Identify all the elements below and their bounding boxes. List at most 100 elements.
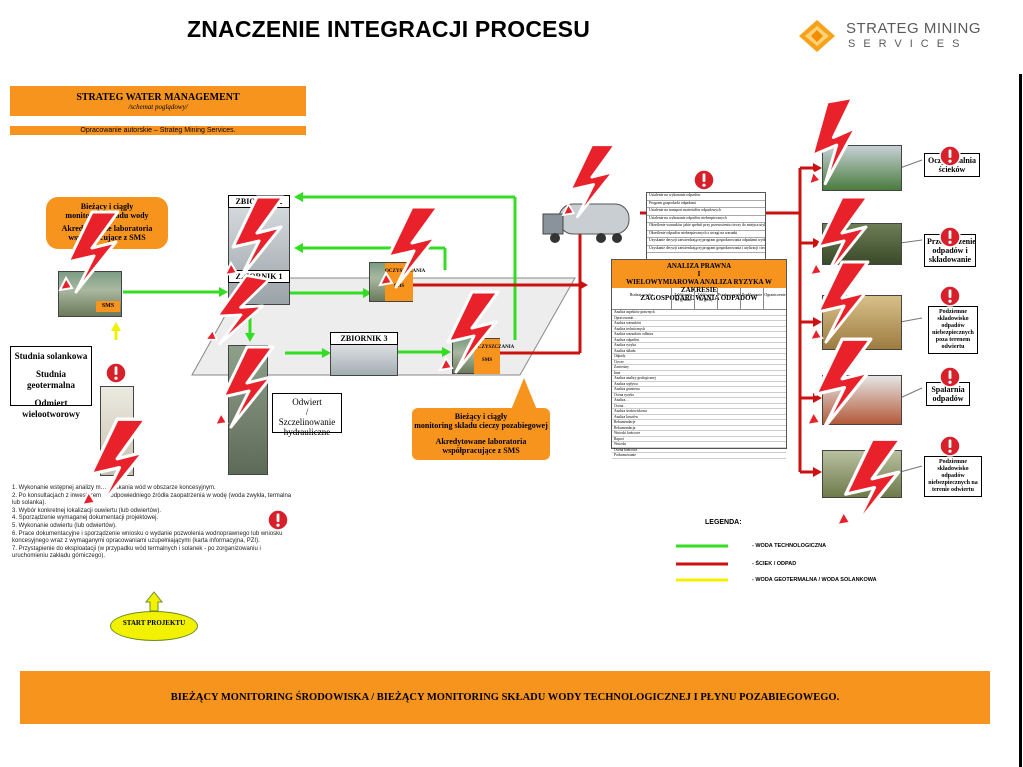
wells-box: Studnia solankowa Studnia geotermalna Od… bbox=[10, 346, 92, 419]
legal-row: Uzyskanie decyzji zatwierdzającej progra… bbox=[647, 246, 765, 253]
risk-row: Wnioski bbox=[612, 442, 786, 448]
lightning-bolt-icon bbox=[80, 417, 148, 509]
legend-yellow-label: - WODA GEOTERMALNA / WODA SOLANKOWA bbox=[752, 577, 877, 583]
right-border bbox=[1019, 74, 1022, 767]
risk-heading: ANALIZA PRAWNA I WIELOWYMIAROWA ANALIZA … bbox=[612, 260, 786, 302]
risk-col: Przekroczenie bbox=[718, 288, 741, 309]
risk-col: Rodzaj ryzyka bbox=[612, 288, 672, 309]
treatment-2-box: OCZYSZCZANIA SMS bbox=[474, 339, 515, 374]
lightning-bolt-icon bbox=[58, 210, 120, 294]
lightning-bolt-icon bbox=[808, 260, 870, 344]
risk-row: Analiza warunków odbioru bbox=[612, 332, 786, 338]
warning-icon bbox=[939, 285, 961, 307]
risk-row: Analiza odpadów bbox=[612, 338, 786, 343]
intake-sms: SMS bbox=[96, 301, 120, 312]
risk-row: Analiza analizy geologicznej bbox=[612, 376, 786, 382]
odwiert-box: Odwiert / Szczelinowanie hydrauliczne bbox=[272, 393, 342, 437]
odwiert-line1: Odwiert bbox=[292, 397, 322, 407]
risk-analysis-table: ANALIZA PRAWNA I WIELOWYMIAROWA ANALIZA … bbox=[611, 259, 787, 459]
step-2: 2. Po konsultacjach z inwestorem … odpow… bbox=[12, 492, 292, 507]
liquid-monitoring-box: Bieżący i ciągły monitoring składu ciecz… bbox=[412, 408, 550, 460]
logo-name: STRATEG MINING bbox=[846, 20, 982, 37]
risk-row: Analiza technicznych bbox=[612, 327, 786, 332]
legal-row: Ustalenie na wykonanie odpadów niebezpie… bbox=[647, 216, 765, 223]
treatment-2-sms: SMS bbox=[481, 358, 493, 363]
risk-row: Analiza aspektów prawnych bbox=[612, 310, 786, 316]
step-6: 6. Prace dokumentacyjne i sporządzenie w… bbox=[12, 530, 283, 545]
start-project-badge: START PROJEKTU bbox=[110, 611, 198, 641]
step-3: 3. Wybór konkretnej lokalizacji odwiertu… bbox=[12, 507, 162, 514]
risk-row: Odpady bbox=[612, 354, 786, 360]
diagram-heading-sub: /schemat poglądowy/ bbox=[128, 103, 188, 111]
liquid-monitoring-line3: Akredytowane laboratoria bbox=[435, 437, 527, 446]
risk-row: Ocena końcowa bbox=[612, 448, 786, 453]
risk-row: Analiza składu bbox=[612, 349, 786, 354]
legal-row: Uzyskanie decyzji zatwierdzającej progra… bbox=[647, 238, 765, 246]
risk-row: Opracowanie… bbox=[612, 316, 786, 321]
risk-row: Ciecze bbox=[612, 360, 786, 365]
risk-row: Analiza gruntowa bbox=[612, 387, 786, 393]
step-7: 7. Przystąpienie do eksploatacji (w przy… bbox=[12, 545, 261, 560]
legal-row: Program gospodarki odpadami bbox=[647, 201, 765, 208]
risk-row: Wnioski końcowe bbox=[612, 431, 786, 437]
warning-icon bbox=[267, 509, 289, 531]
warning-icon bbox=[105, 362, 127, 384]
liquid-monitoring-line1: Bieżący i ciągły bbox=[454, 412, 508, 421]
lightning-bolt-icon bbox=[808, 195, 870, 279]
risk-row: Analiza środowiskowa bbox=[612, 409, 786, 415]
lightning-bolt-icon bbox=[807, 96, 858, 187]
lightning-bolt-icon bbox=[561, 143, 617, 219]
risk-row: Ocena… bbox=[612, 404, 786, 409]
liquid-monitoring-line2: monitoring składu cieczy pozabiegowej bbox=[414, 421, 548, 430]
risk-row: Rekomendacje bbox=[612, 420, 786, 426]
diagram-heading: STRATEG WATER MANAGEMENT /schemat pogląd… bbox=[10, 86, 306, 116]
risk-row: Zawiesiny bbox=[612, 365, 786, 371]
lightning-bolt-icon bbox=[378, 205, 440, 289]
treatment-2-label: OCZYSZCZANIA bbox=[474, 345, 515, 350]
warning-icon bbox=[939, 145, 961, 167]
risk-columns: Rodzaj ryzyka Zakłócenie do gruntu Zakłó… bbox=[612, 288, 786, 310]
risk-row: Analiza wpływu bbox=[612, 382, 786, 387]
page-title: ZNACZENIE INTEGRACJI PROCESU bbox=[187, 16, 591, 42]
lightning-bolt-icon bbox=[438, 290, 500, 374]
risk-col: Zakłócenie do gruntu bbox=[672, 288, 695, 309]
water-monitoring-line1: Bieżący i ciągły bbox=[80, 202, 134, 211]
risk-col: Ograniczenie bbox=[764, 292, 786, 297]
risk-row: Ocena ryzyka bbox=[612, 393, 786, 398]
risk-heading-4: ZAGOSPODAROWANIA ODPADÓW bbox=[640, 294, 758, 302]
diagram-heading-title: STRATEG WATER MANAGEMENT bbox=[76, 92, 240, 103]
legal-row: Określenie odpadów niebezpiecznych z uwa… bbox=[647, 231, 765, 238]
step-4: 4. Sporządzenie wymaganej dokumentacji p… bbox=[12, 515, 159, 522]
odwiert-line2: / bbox=[305, 407, 309, 417]
tank-3-label: ZBIORNIK 3 bbox=[330, 332, 398, 345]
logo-subname: SERVICES bbox=[848, 38, 968, 50]
risk-row: Analiza… bbox=[612, 398, 786, 404]
treatment-1-sms: SMS bbox=[393, 284, 405, 289]
risk-heading-1: ANALIZA PRAWNA bbox=[666, 262, 732, 270]
odwiert-line3: Szczelinowanie bbox=[278, 417, 336, 427]
risk-row: Analiza warunków bbox=[612, 321, 786, 327]
risk-heading-2: I bbox=[697, 270, 701, 278]
legal-row: Ustalenie na wykonanie odpadów bbox=[647, 193, 765, 201]
warning-icon bbox=[693, 169, 715, 191]
lightning-bolt-icon bbox=[223, 195, 285, 279]
step-5: 5. Wykonanie odwiertu (lub odwiertów). bbox=[12, 522, 117, 529]
green-arrowheads bbox=[219, 192, 451, 358]
risk-row: Raport bbox=[612, 437, 786, 442]
facility-connectors bbox=[899, 159, 923, 473]
lightning-bolt-icon bbox=[835, 437, 903, 529]
lightning-bolt-icon bbox=[805, 337, 873, 429]
lightning-bolt-icon bbox=[203, 274, 271, 346]
legal-row: Ustalenie na transport materiałów odpado… bbox=[647, 208, 765, 216]
odwiert-line4: hydrauliczne bbox=[283, 427, 331, 437]
risk-row: Rekomendacja bbox=[612, 426, 786, 431]
well-brine: Studnia solankowa bbox=[14, 351, 88, 361]
risk-row: Analiza kosztów bbox=[612, 415, 786, 420]
risk-row: Analiza ryzyka bbox=[612, 343, 786, 349]
risk-col: Zakłócenie do gleby bbox=[695, 288, 718, 309]
liquid-monitoring-pointer bbox=[511, 378, 537, 410]
risk-col: Przedostanie bbox=[741, 288, 764, 309]
water-monitoring-line4: współpracujące z SMS bbox=[68, 233, 146, 242]
legal-document: Ustalenie na wykonanie odpadów Program g… bbox=[646, 192, 766, 260]
